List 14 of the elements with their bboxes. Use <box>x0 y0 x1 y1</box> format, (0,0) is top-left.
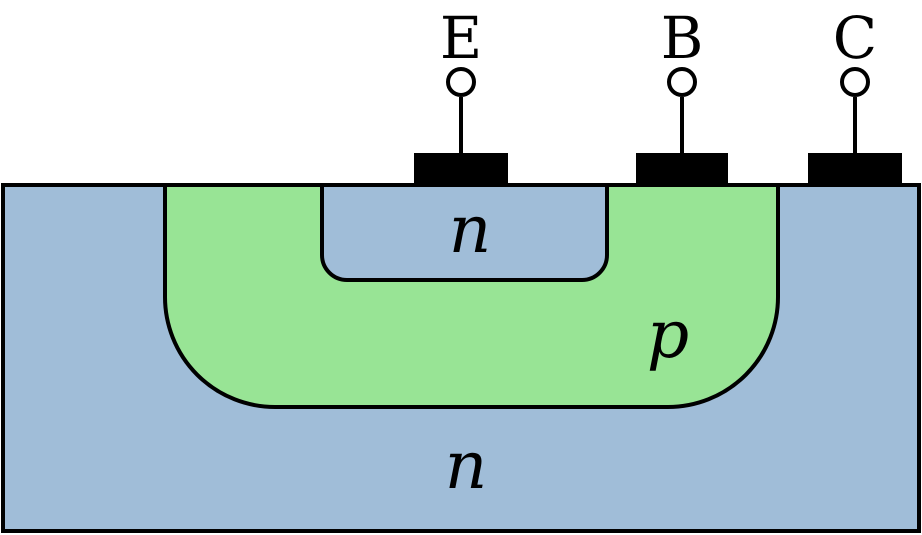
terminal-label: C <box>832 9 878 67</box>
contact-pad <box>808 153 902 185</box>
terminal-label: E <box>440 9 482 67</box>
lead-wire <box>680 97 684 153</box>
base-region <box>162 187 781 410</box>
lead-wire <box>459 97 463 153</box>
terminal-label: B <box>660 9 704 67</box>
lead-wire <box>853 97 857 153</box>
region-label: n <box>448 197 492 263</box>
region-label: n <box>444 433 488 499</box>
substrate-region <box>0 182 922 534</box>
contact-pad <box>636 153 728 185</box>
emitter-region <box>319 187 610 283</box>
contact-pad <box>414 153 508 185</box>
